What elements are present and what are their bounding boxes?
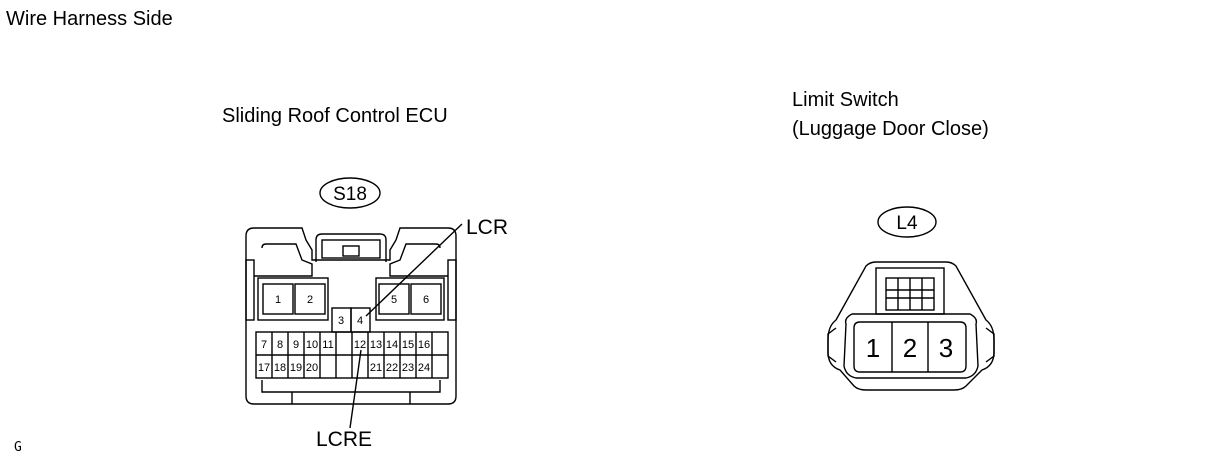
ls-inner-body — [843, 313, 979, 379]
ecu-pin-5-cell — [378, 283, 410, 315]
ls-pin-labels: 1 2 3 — [866, 333, 953, 363]
ecu-left-inner — [254, 243, 313, 277]
ls-code-ellipse — [877, 206, 937, 238]
ecu-pin-labels: 1 2 3 4 5 6 7 8 9 10 11 12 13 14 15 16 1… — [258, 294, 430, 374]
ecu-pin-2-cell — [294, 283, 326, 315]
lcre-callout: LCRE — [316, 428, 372, 451]
ls-pin-block — [853, 321, 967, 373]
ecu-pin-6: 6 — [423, 294, 429, 306]
ecu-pin-21: 21 — [370, 362, 382, 374]
ecu-connector-code: S18 — [333, 184, 367, 205]
ecu-pin-11: 11 — [322, 339, 333, 351]
ls-outer-body — [827, 261, 995, 391]
ecu-pin-24: 24 — [418, 362, 430, 374]
ecu-lower-ribs — [291, 392, 411, 404]
ecu-pin-6-cell — [410, 283, 442, 315]
ecu-pin-12: 12 — [354, 339, 366, 351]
ecu-pin-13: 13 — [370, 339, 382, 351]
ecu-code-ellipse — [319, 177, 381, 209]
ecu-pin-3: 3 — [338, 315, 344, 327]
ecu-pin-22: 22 — [386, 362, 398, 374]
ecu-pin-17: 17 — [258, 362, 270, 374]
ecu-left-tab — [245, 259, 255, 321]
ecu-connector — [245, 177, 463, 429]
ls-pin-1: 1 — [866, 333, 880, 363]
ecu-grid-dividers — [271, 332, 433, 378]
ecu-right-tab — [447, 259, 457, 321]
ls-right-tab — [985, 327, 995, 363]
lcre-leader-line — [349, 349, 362, 429]
ecu-pin-1-cell — [262, 283, 294, 315]
ecu-pin-16: 16 — [418, 339, 430, 351]
limit-switch-subtitle: (Luggage Door Close) — [792, 118, 989, 140]
ecu-pin-15: 15 — [402, 339, 414, 351]
ecu-latch — [315, 233, 387, 262]
ecu-pin-2: 2 — [307, 294, 313, 306]
lcr-leader-line — [365, 223, 463, 317]
ls-latch — [875, 267, 945, 315]
ls-pin-2: 2 — [903, 333, 917, 363]
ecu-lower-inner — [261, 380, 441, 393]
ecu-latch-tab — [342, 245, 360, 257]
ls-pin-3: 3 — [939, 333, 953, 363]
ls-connector-code: L4 — [896, 213, 918, 234]
ecu-housing-right — [375, 277, 445, 321]
ecu-right-inner — [389, 243, 448, 277]
ecu-pin-18: 18 — [274, 362, 286, 374]
ecu-pin-7: 7 — [261, 339, 267, 351]
ecu-pin-23: 23 — [402, 362, 414, 374]
ecu-pin-8: 8 — [277, 339, 283, 351]
limit-switch-connector — [827, 206, 995, 391]
ecu-pin-20: 20 — [306, 362, 318, 374]
page-header: Wire Harness Side — [6, 8, 173, 30]
ecu-pin-10: 10 — [306, 339, 318, 351]
ecu-pin-5: 5 — [391, 294, 397, 306]
ecu-pin-4: 4 — [357, 315, 363, 327]
lcr-callout: LCR — [466, 216, 508, 239]
ecu-latch-inner — [321, 239, 381, 259]
ecu-outer-body — [245, 227, 457, 405]
ecu-pin-14: 14 — [386, 339, 398, 351]
ls-left-tab — [827, 327, 837, 363]
limit-switch-title: Limit Switch — [792, 89, 899, 111]
ecu-pin-19: 19 — [290, 362, 302, 374]
ecu-pin-9: 9 — [293, 339, 299, 351]
ecu-housing-left — [257, 277, 329, 321]
ecu-title: Sliding Roof Control ECU — [222, 105, 448, 127]
footnote-letter: G — [14, 440, 22, 455]
ls-latch-grid — [886, 278, 934, 310]
ecu-pin-1: 1 — [275, 294, 281, 306]
